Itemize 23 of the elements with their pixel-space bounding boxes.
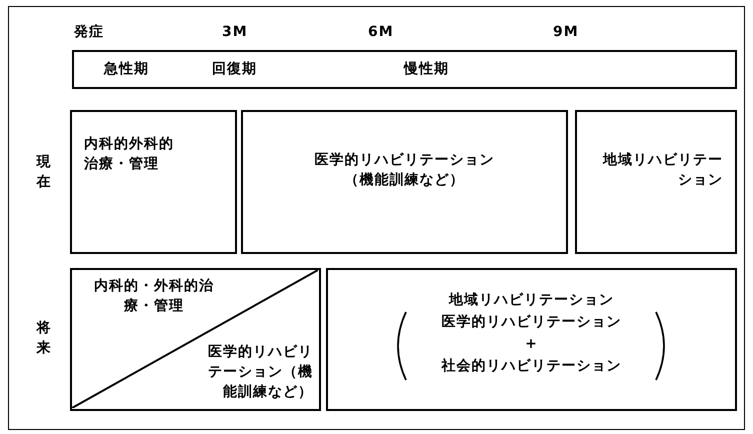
box-text: 医学的リハビリテーション（機能訓練など） [207, 343, 313, 402]
box-text: 医学的リハビリテーション [440, 313, 622, 332]
box-text: 社会的リハビリテーション [440, 357, 622, 376]
phase-label: 急性期 [104, 60, 149, 79]
phase-band [72, 50, 737, 89]
box-text: + [524, 335, 539, 354]
box-text: 医学的リハビリテーション（機能訓練など） [314, 151, 496, 190]
stage-box [241, 110, 568, 254]
time-label: 9M [553, 23, 579, 42]
box-text: 地域リハビリテーション [602, 151, 723, 190]
phase-label: 慢性期 [404, 60, 449, 79]
phase-label: 回復期 [212, 60, 257, 79]
box-text: 内科的・外科的治療・管理 [93, 277, 215, 316]
row-label: 将来 [36, 319, 52, 358]
stage-box [575, 110, 737, 254]
time-label: 3M [222, 23, 248, 42]
stage-box [326, 268, 737, 411]
row-label: 現在 [36, 153, 52, 192]
box-text: 地域リハビリテーション [448, 291, 615, 310]
time-label: 発症 [74, 23, 104, 42]
time-label: 6M [368, 23, 394, 42]
box-text: 内科的外科的治療・管理 [84, 135, 175, 174]
stage-box [70, 110, 237, 254]
